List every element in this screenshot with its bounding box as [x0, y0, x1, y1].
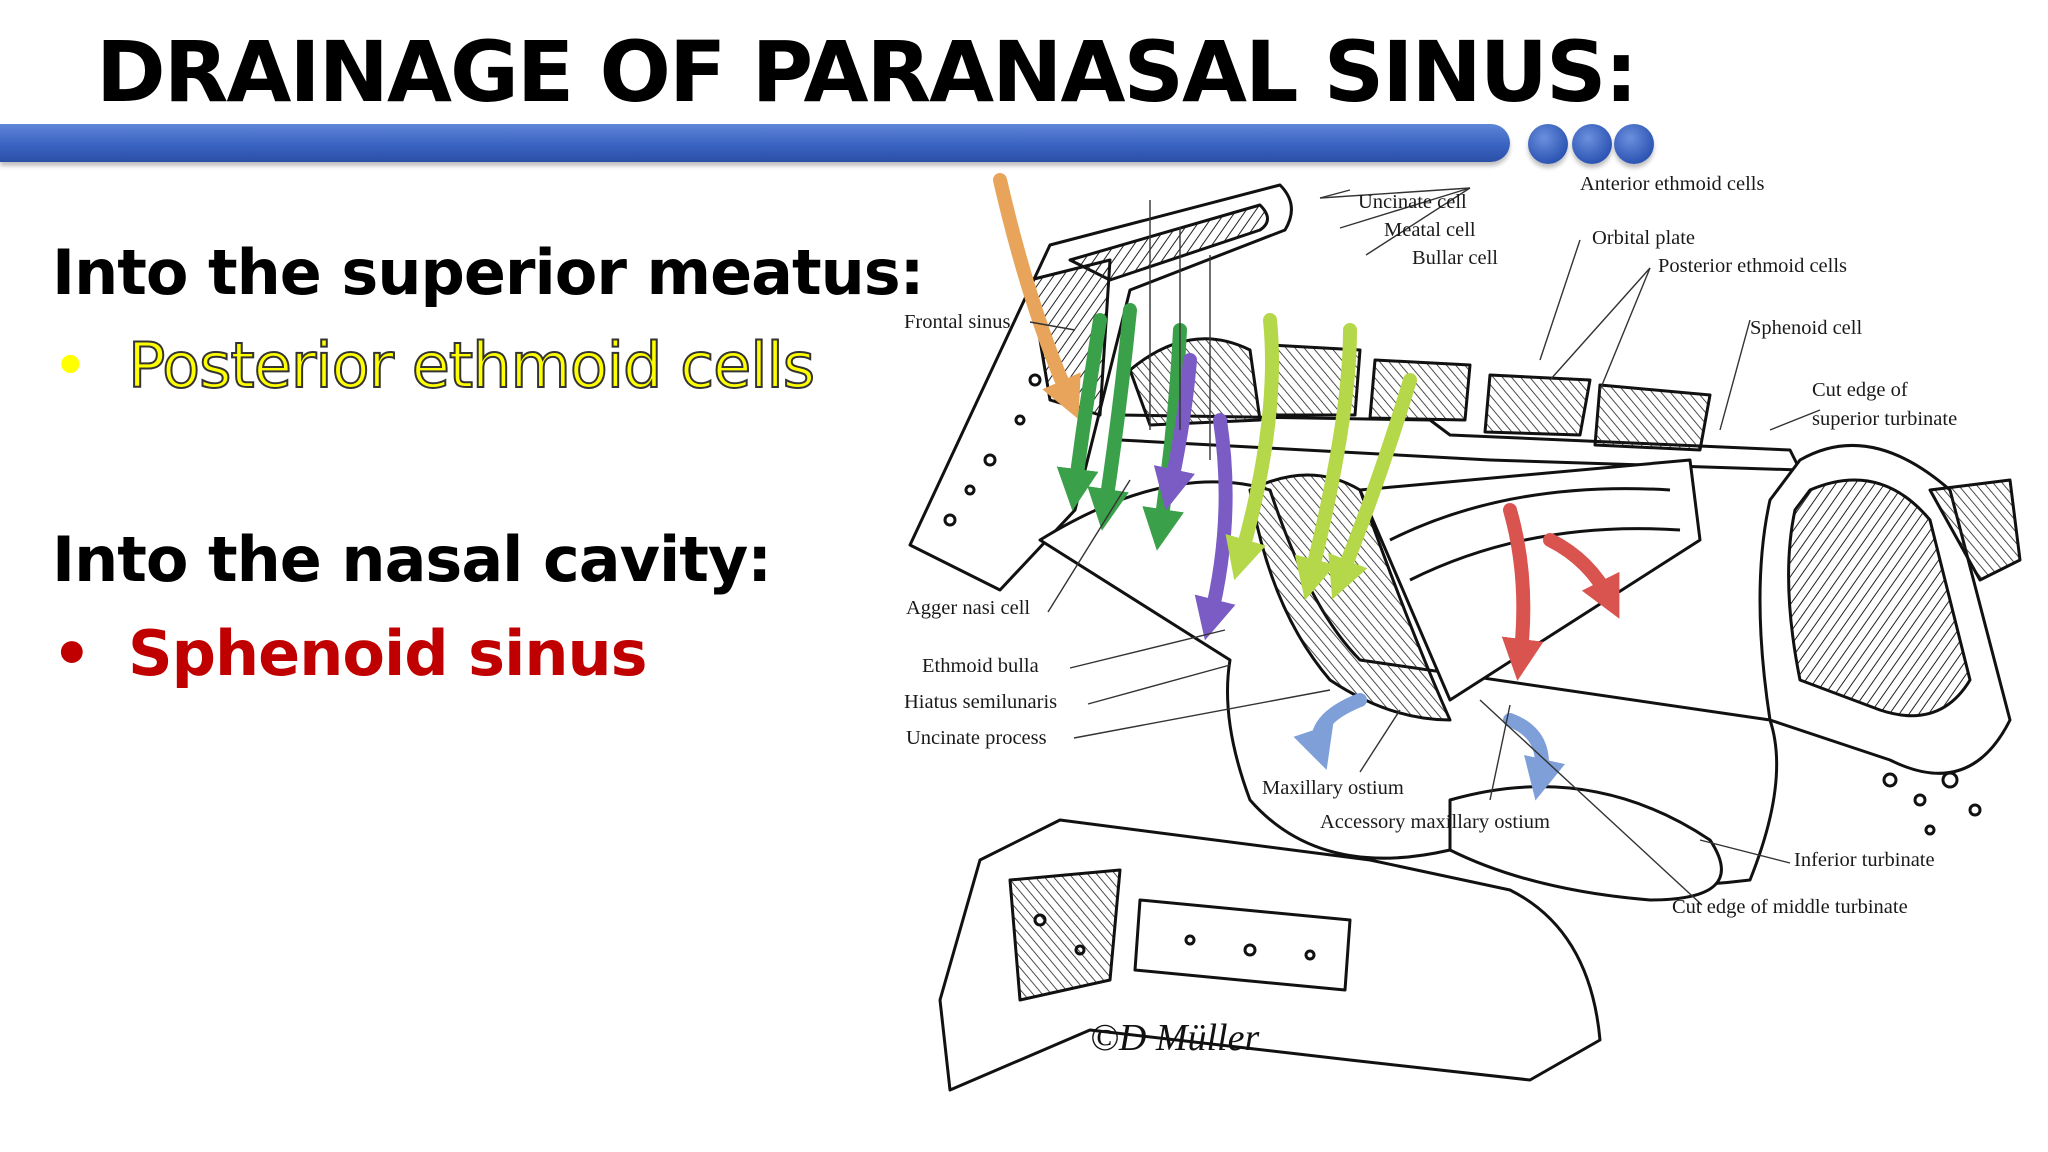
bullet-mark: • [52, 617, 92, 690]
section-heading-nasal-cavity: Into the nasal cavity: [52, 523, 772, 596]
bullet-text: Posterior ethmoid cells [127, 328, 816, 403]
bullet-posterior-ethmoid-cells: • Posterior ethmoid cells [52, 326, 816, 406]
decorative-dot [1614, 124, 1654, 164]
frontal-drainage-arrow [993, 173, 1081, 420]
slide-title: DRAINAGE OF PARANASAL SINUS: [96, 23, 1638, 121]
label-orbital-plate: Orbital plate [1592, 227, 1695, 249]
decorative-dot [1528, 124, 1568, 164]
bullet-sphenoid-sinus: • Sphenoid sinus [52, 614, 648, 694]
sphenoid-sinus-hatch [1787, 478, 1972, 718]
decorative-dot [1572, 124, 1612, 164]
drainage-arrows [993, 173, 1620, 801]
section-heading-superior-meatus: Into the superior meatus: [52, 236, 924, 309]
label-posterior-ethmoid-cells: Posterior ethmoid cells [1658, 255, 1847, 277]
label-uncinate-process: Uncinate process [906, 727, 1047, 749]
label-anterior-ethmoid-cells: Anterior ethmoid cells [1580, 173, 1764, 195]
frontal-sinus-hatch [1068, 203, 1269, 282]
bullar-drainage-arrow [1153, 353, 1197, 511]
sphenoid-drainage-arrow [1501, 503, 1544, 681]
posterior-ethmoid-arrow [1328, 373, 1417, 600]
label-inferior-turbinate: Inferior turbinate [1794, 849, 1935, 871]
label-cut-edge-superior: Cut edge of [1812, 379, 1908, 401]
label-sphenoid-cell: Sphenoid cell [1750, 317, 1862, 339]
label-accessory-maxillary-ostium: Accessory maxillary ostium [1320, 811, 1550, 833]
accessory-maxillary-arrow [1503, 713, 1566, 801]
nasal-sinus-drainage-diagram: Anterior ethmoid cells Uncinate cell Mea… [904, 173, 2022, 1092]
label-hiatus-semilunaris: Hiatus semilunaris [904, 691, 1057, 713]
label-frontal-sinus: Frontal sinus [904, 311, 1011, 333]
bullet-text: Sphenoid sinus [128, 617, 648, 690]
posterior-ethmoid-arrow [1225, 313, 1279, 581]
posterior-ethmoid-arrow [1294, 323, 1357, 601]
label-ethmoid-bulla: Ethmoid bulla [922, 655, 1039, 677]
maxillary-drainage-arrow [1293, 693, 1367, 770]
anterior-ethmoid-arrow [1056, 313, 1107, 511]
title-underline-bar [0, 124, 1510, 162]
bullet-mark: • [52, 329, 89, 402]
label-cut-edge-middle-turbinate: Cut edge of middle turbinate [1672, 896, 1908, 918]
sphenoid-drainage-arrow [1543, 533, 1620, 619]
artist-signature: ©D Müller [1090, 1017, 1259, 1059]
label-maxillary-ostium: Maxillary ostium [1262, 777, 1404, 799]
label-uncinate-cell: Uncinate cell [1358, 191, 1467, 213]
label-meatal-cell: Meatal cell [1384, 219, 1476, 241]
anterior-ethmoid-arrow [1087, 303, 1137, 531]
label-cut-edge-superior-2: superior turbinate [1812, 408, 1957, 430]
bullar-drainage-arrow [1194, 413, 1236, 641]
label-bullar-cell: Bullar cell [1412, 247, 1498, 269]
label-agger-nasi-cell: Agger nasi cell [906, 597, 1030, 619]
